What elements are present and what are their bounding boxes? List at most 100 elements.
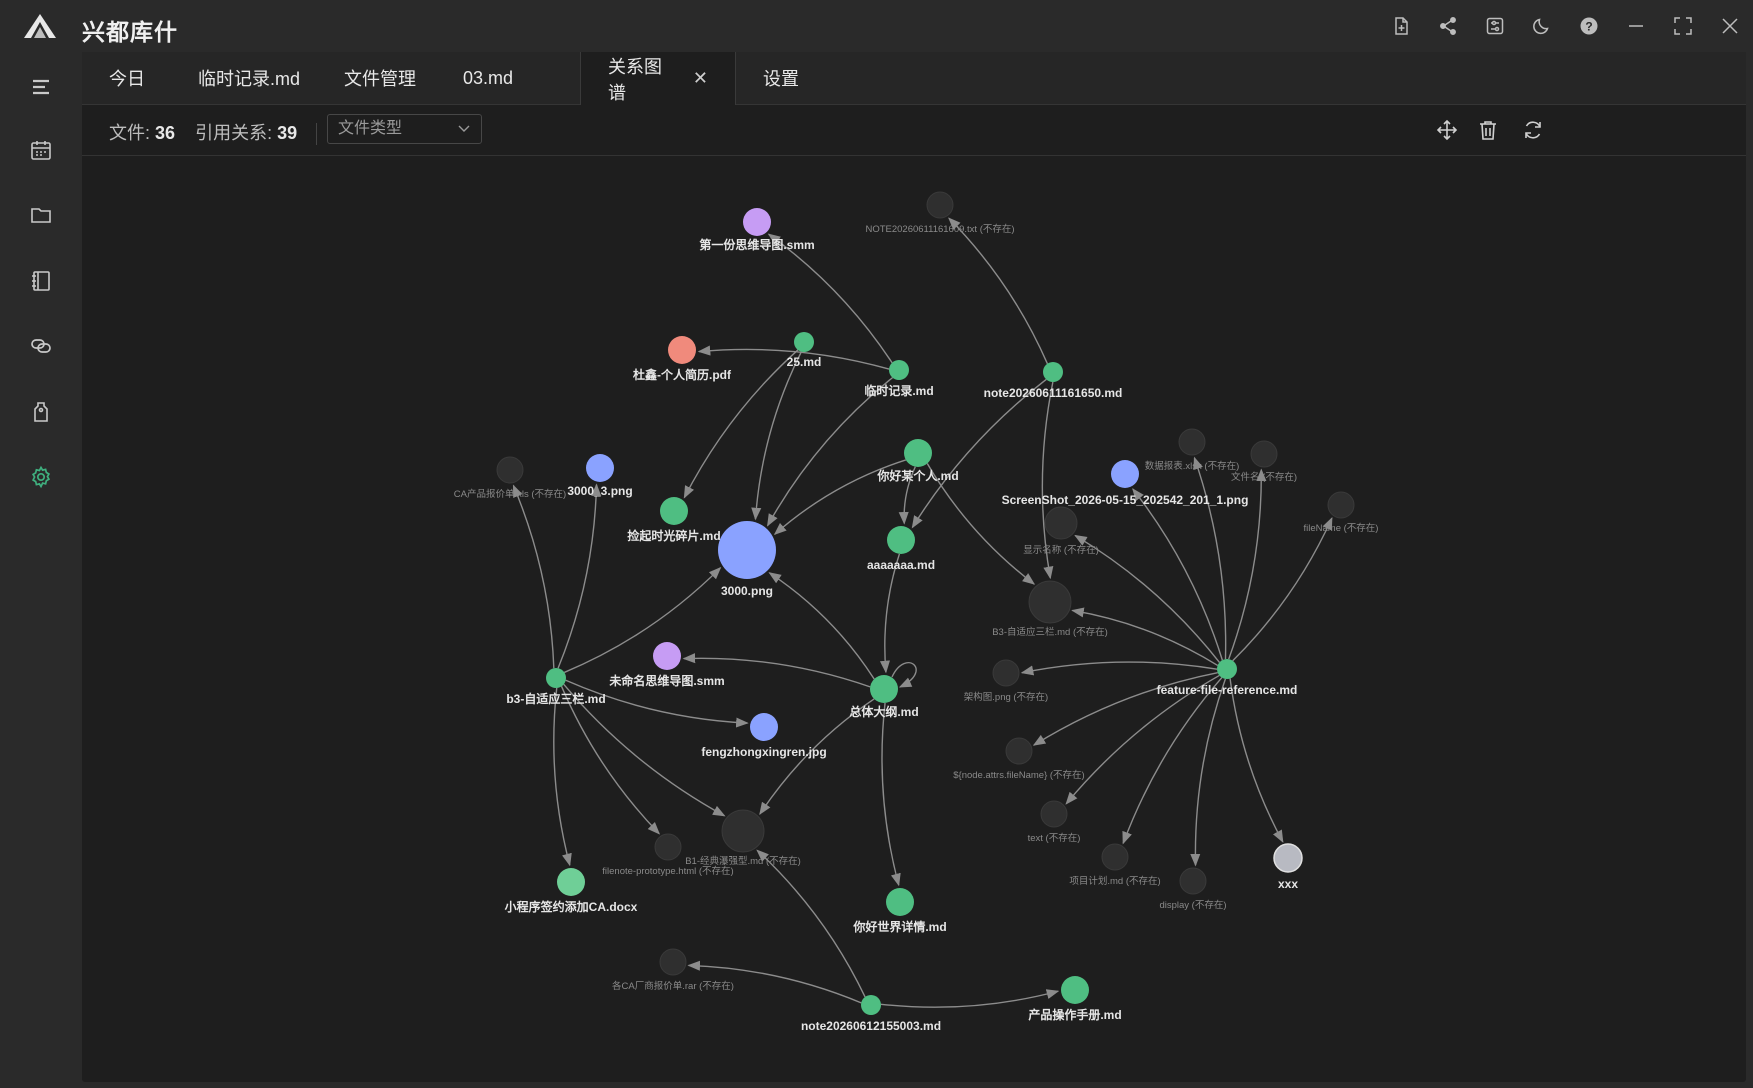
graph-node[interactable]	[1179, 867, 1207, 895]
help-icon[interactable]: ?	[1565, 0, 1612, 52]
graph-node[interactable]	[721, 809, 765, 853]
graph-edge	[1232, 516, 1333, 662]
tab-label: 文件管理	[344, 69, 416, 89]
graph-node[interactable]	[668, 336, 696, 364]
trash-icon[interactable]	[1475, 117, 1501, 143]
graph-node[interactable]	[659, 948, 687, 976]
graph-node-label: 捡起时光碎片.md	[627, 528, 720, 543]
folder-icon[interactable]	[0, 185, 82, 245]
graph-node[interactable]	[1061, 976, 1089, 1004]
graph-edge	[881, 702, 901, 887]
graph-node[interactable]	[904, 439, 932, 467]
graph-node[interactable]	[992, 659, 1020, 687]
fullscreen-icon[interactable]	[1659, 0, 1706, 52]
graph-node[interactable]	[1111, 460, 1139, 488]
graph-node-label: CA产品报价单.xls (不存在)	[454, 488, 566, 500]
graph-node[interactable]	[1040, 800, 1068, 828]
graph-node-label: 3000.png	[721, 584, 773, 598]
graph-node[interactable]	[886, 888, 914, 916]
graph-edge	[773, 459, 907, 536]
graph-edge	[1229, 678, 1284, 843]
tab-label: 关系图谱	[608, 56, 662, 103]
graph-edge	[1071, 607, 1219, 667]
graph-node-label: note20260611161650.md	[984, 386, 1123, 400]
graph-node[interactable]	[1101, 843, 1129, 871]
settings-panel-icon[interactable]	[1471, 0, 1518, 52]
graph-edge	[1074, 534, 1221, 663]
graph-node[interactable]	[546, 668, 566, 688]
menu-icon[interactable]	[0, 57, 82, 117]
tab-label: 临时记录.md	[198, 69, 301, 89]
tag-icon[interactable]	[0, 382, 82, 442]
files-count: 36	[155, 123, 176, 143]
graph-node-label: 25.md	[787, 355, 822, 369]
graph-node[interactable]	[743, 208, 771, 236]
graph-node[interactable]	[1273, 843, 1303, 873]
graph-node[interactable]	[1250, 440, 1278, 468]
graph-node-label: aaaaaaa.md	[867, 558, 935, 572]
tab-file-manager[interactable]: 文件管理	[317, 52, 443, 104]
tab-03-md[interactable]: 03.md	[436, 52, 540, 104]
graph-edge	[1032, 671, 1218, 746]
refresh-icon[interactable]	[1520, 117, 1546, 143]
tab-today[interactable]: 今日	[82, 52, 172, 104]
graph-node[interactable]	[1217, 659, 1237, 679]
calendar-icon[interactable]	[0, 120, 82, 180]
file-type-filter[interactable]: 文件类型	[327, 114, 482, 144]
graph-node[interactable]	[870, 675, 898, 703]
graph-node[interactable]	[586, 454, 614, 482]
files-label: 文件:	[109, 123, 151, 143]
graph-node[interactable]	[718, 521, 776, 579]
graph-node-label: fengzhongxingren.jpg	[701, 745, 826, 759]
notebook-icon[interactable]	[0, 251, 82, 311]
tab-close-icon[interactable]: ✕	[692, 68, 708, 88]
move-icon[interactable]	[1434, 117, 1460, 143]
graph-node[interactable]	[794, 332, 814, 352]
moon-icon[interactable]	[1518, 0, 1565, 52]
link-icon[interactable]	[0, 316, 82, 376]
graph-node[interactable]	[1028, 580, 1072, 624]
graph-node[interactable]	[1178, 428, 1206, 456]
graph-edge	[564, 566, 722, 674]
graph-node[interactable]	[889, 360, 909, 380]
graph-edge	[1132, 488, 1224, 661]
graph-node-label: ${node.attrs.fileName} (不存在)	[953, 769, 1084, 781]
main-panel: 今日 临时记录.md 文件管理 03.md 关系图谱 ✕ 设置 文件: 36 引…	[82, 52, 1746, 1082]
tab-temp-notes[interactable]: 临时记录.md	[171, 52, 327, 104]
graph-node[interactable]	[654, 833, 682, 861]
graph-node[interactable]	[653, 642, 681, 670]
graph-node[interactable]	[1043, 362, 1063, 382]
new-file-icon[interactable]	[1377, 0, 1424, 52]
graph-node[interactable]	[887, 526, 915, 554]
minimize-icon[interactable]	[1612, 0, 1659, 52]
gear-icon[interactable]	[0, 447, 82, 507]
graph-edge	[557, 483, 602, 669]
graph-node[interactable]	[496, 456, 524, 484]
graph-node-label: B1-经典瀑强型.md (不存在)	[685, 855, 801, 867]
tab-settings[interactable]: 设置	[736, 52, 826, 104]
sidebar	[0, 52, 82, 1088]
app-title: 兴都库什	[82, 19, 178, 45]
graph-node[interactable]	[1044, 506, 1078, 540]
graph-node-label: 显示名称 (不存在)	[1023, 544, 1098, 556]
graph-node[interactable]	[1005, 737, 1033, 765]
graph-node[interactable]	[1327, 491, 1355, 519]
graph-node-label: 架构图.png (不存在)	[964, 691, 1048, 703]
share-icon[interactable]	[1424, 0, 1471, 52]
graph-node[interactable]	[557, 868, 585, 896]
close-icon[interactable]	[1706, 0, 1753, 52]
graph-node[interactable]	[660, 497, 688, 525]
graph-node-label: note20260612155003.md	[801, 1019, 941, 1033]
graph-node-label: 未命名思维导图.smm	[608, 673, 724, 688]
graph-node-label: 3000_3.png	[567, 484, 632, 498]
divider	[316, 123, 318, 146]
graph-edge	[948, 217, 1049, 364]
graph-node[interactable]	[861, 995, 881, 1015]
graph-node-label: 总体大纲.md	[849, 704, 918, 719]
tab-relation-graph[interactable]: 关系图谱 ✕	[580, 52, 736, 105]
graph-node[interactable]	[926, 191, 954, 219]
graph-edge	[565, 679, 749, 728]
graph-node[interactable]	[750, 713, 778, 741]
